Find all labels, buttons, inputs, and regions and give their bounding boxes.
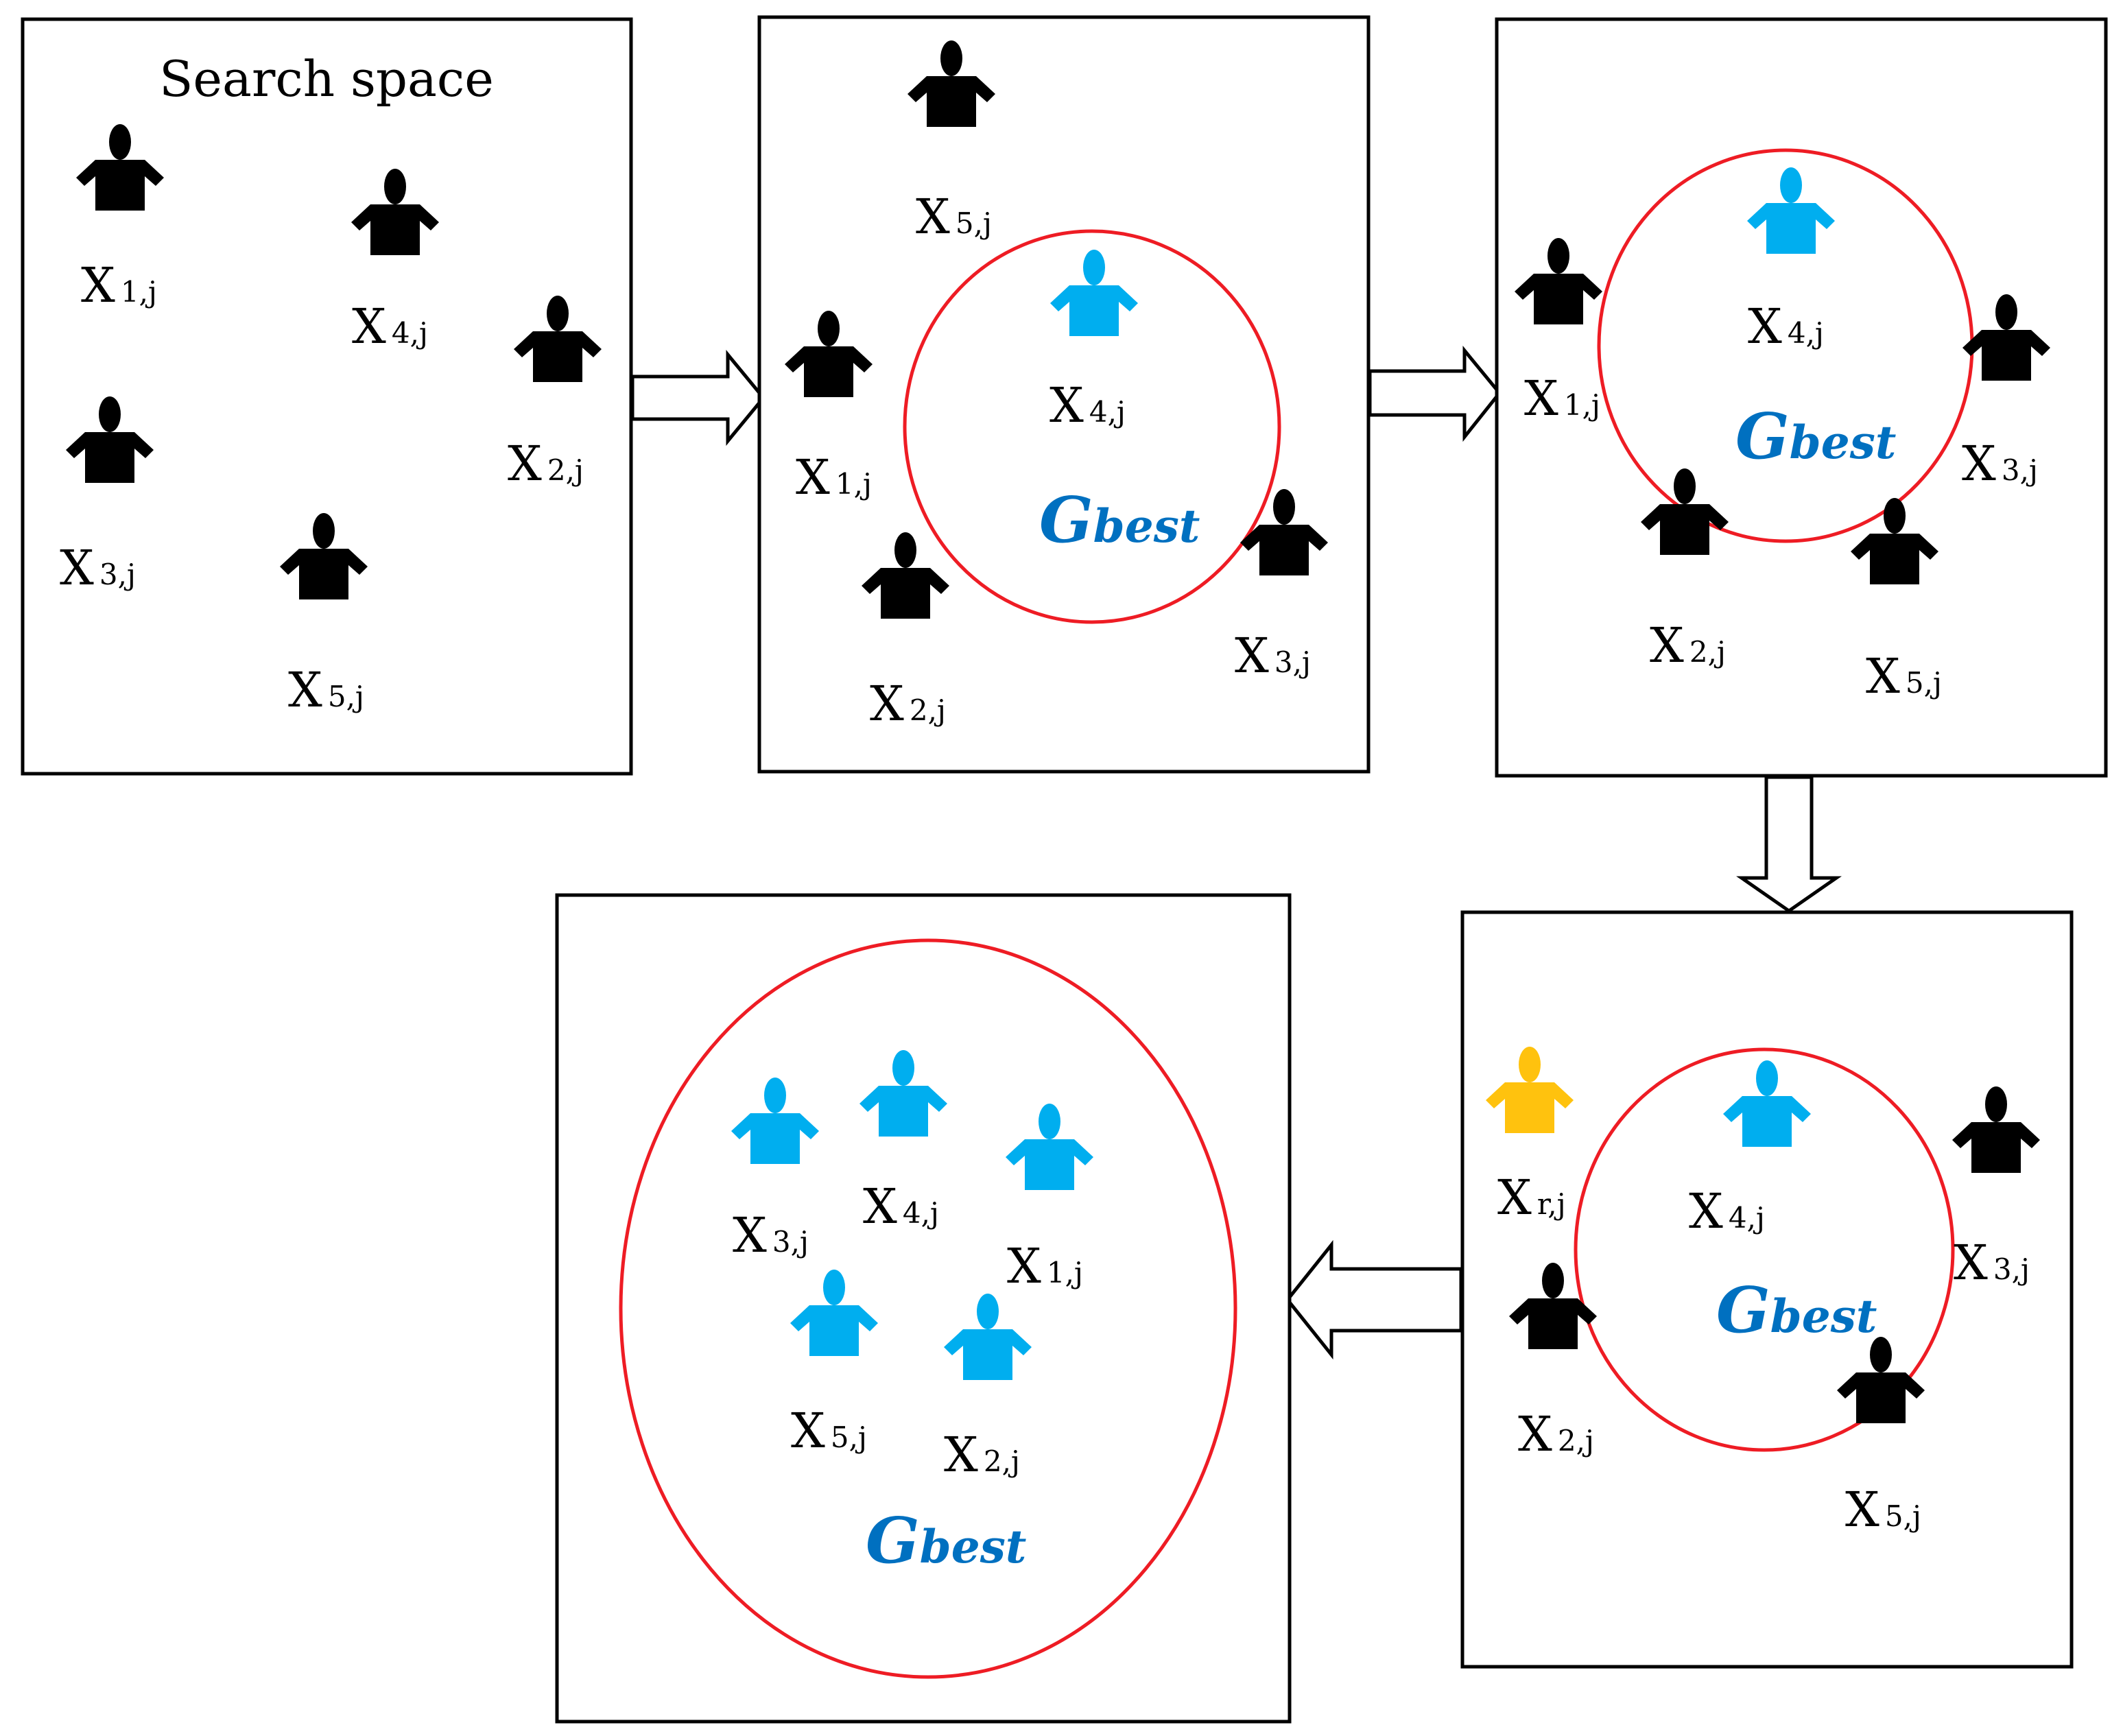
gbest-circle bbox=[1574, 1047, 1955, 1452]
arrow-panel2-to-panel3 bbox=[1368, 346, 1502, 442]
gbest-label: Gbest bbox=[1039, 483, 1200, 557]
search-space-title: Search space bbox=[159, 50, 494, 108]
arrow-panel3-to-panel4 bbox=[1736, 775, 1842, 914]
gbest-label: Gbest bbox=[866, 1503, 1026, 1578]
gbest-circle bbox=[619, 938, 1237, 1679]
arrow-panel4-to-panel5 bbox=[1285, 1239, 1463, 1360]
gbest-label: Gbest bbox=[1735, 399, 1896, 473]
arrow-panel1-to-panel2 bbox=[630, 350, 766, 446]
gbest-label: Gbest bbox=[1716, 1273, 1877, 1347]
gbest-circle bbox=[903, 229, 1281, 624]
